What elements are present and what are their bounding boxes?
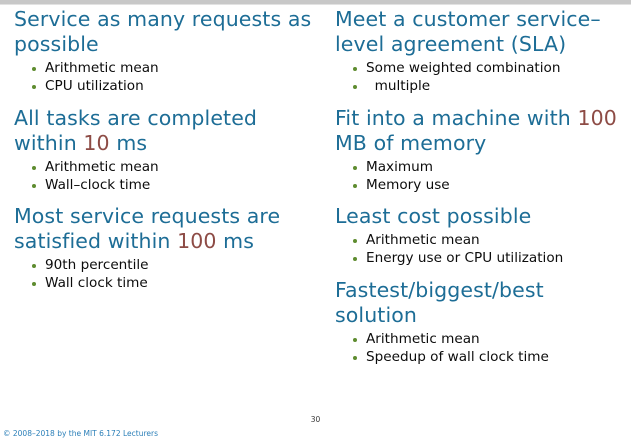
bullet-item: Wall–clock time xyxy=(30,177,316,195)
block-heading: All tasks are completed within 10 ms xyxy=(14,106,316,156)
heading-text-suffix: ms xyxy=(109,130,148,155)
block-heading: Fastest/biggest/best solution xyxy=(335,278,627,328)
block-heading: Least cost possible xyxy=(335,204,627,229)
bullet-item: Arithmetic mean xyxy=(30,60,316,78)
content-block: Fit into a machine with 100 MB of memory… xyxy=(335,106,627,195)
heading-text: Fastest/biggest/best solution xyxy=(335,277,551,327)
bullet-item: Speedup of wall clock time xyxy=(351,349,627,367)
block-heading: Service as many requests as possible xyxy=(14,7,316,57)
heading-text: Fit into a machine with xyxy=(335,105,578,130)
bullet-item: Arithmetic mean xyxy=(351,331,627,349)
footer-credit: © 2008–2018 by the MIT 6.172 Lecturers xyxy=(3,429,158,438)
block-heading: Most service requests are satisfied with… xyxy=(14,204,316,254)
heading-text: All tasks are completed within xyxy=(14,105,264,155)
bullet-item: Energy use or CPU utilization xyxy=(351,250,627,268)
block-heading: Fit into a machine with 100 MB of memory xyxy=(335,106,627,156)
bullet-item: Some weighted combination xyxy=(351,60,627,78)
bullet-item: Arithmetic mean xyxy=(351,232,627,250)
right-column: Meet a customer service–level agreement … xyxy=(322,5,631,376)
heading-text-suffix: ms xyxy=(216,229,255,253)
slide-footer: 30 © 2008–2018 by the MIT 6.172 Lecturer… xyxy=(0,415,631,440)
slide-top-band xyxy=(0,0,631,5)
block-heading: Meet a customer service–level agreement … xyxy=(335,7,627,57)
heading-highlight-value: 10 xyxy=(83,130,110,155)
bullet-list: Some weighted combination multiple xyxy=(335,60,627,96)
heading-highlight-value: 100 xyxy=(177,229,217,253)
bullet-item: Arithmetic mean xyxy=(30,159,316,177)
heading-text: Least cost possible xyxy=(335,204,532,228)
heading-highlight-value: 100 xyxy=(577,105,617,130)
heading-text: Service as many requests as possible xyxy=(14,7,318,56)
bullet-item: Maximum xyxy=(351,159,627,177)
content-block: Most service requests are satisfied with… xyxy=(14,204,316,293)
heading-text-suffix: MB of memory xyxy=(335,105,624,155)
heading-text: Most service requests are satisfied with… xyxy=(14,204,287,253)
page-number: 30 xyxy=(310,415,321,424)
bullet-item: CPU utilization xyxy=(30,78,316,96)
bullet-item: multiple xyxy=(351,78,627,96)
bullet-item: 90th percentile xyxy=(30,257,316,275)
bullet-item: Wall clock time xyxy=(30,275,316,293)
heading-text: Meet a customer service–level agreement … xyxy=(335,7,601,56)
content-block: Meet a customer service–level agreement … xyxy=(335,7,627,96)
bullet-item: Memory use xyxy=(351,177,627,195)
slide-top-band-highlight xyxy=(0,4,631,5)
